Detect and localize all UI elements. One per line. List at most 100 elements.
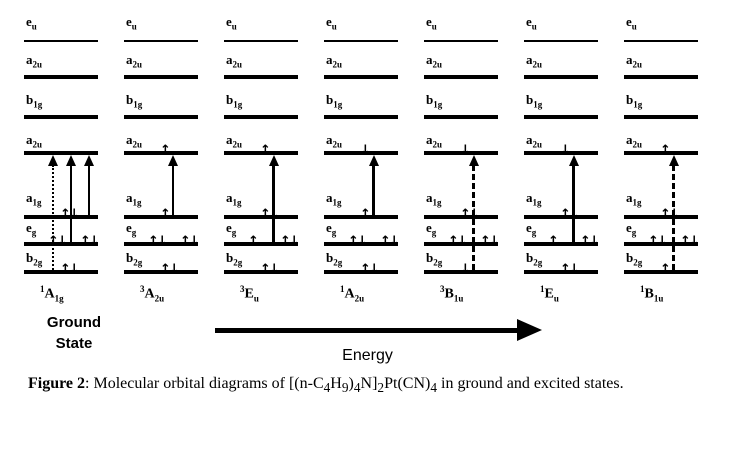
- orbital-label: a2u: [426, 52, 443, 70]
- electron-spin-a_2u: ↓: [460, 143, 471, 158]
- orbital-label: eg: [26, 220, 37, 238]
- orbital-label: b2g: [626, 250, 643, 268]
- electron-spin-b_2g: ↑: [660, 262, 671, 277]
- ground-state-label: Ground State: [24, 312, 124, 354]
- energy-axis-label: Energy: [342, 347, 393, 364]
- energy-level-line: [324, 270, 398, 274]
- orbital-label: eu: [126, 14, 137, 32]
- electron-spin-b_2g: ↑↓: [160, 262, 180, 277]
- orbital-label: eu: [226, 14, 237, 32]
- energy-level-line: [224, 242, 298, 246]
- transition-arrow-shaft-a_1g-to-a_2u: [172, 165, 174, 215]
- energy-level-line: [324, 75, 398, 79]
- orbital-label: a2u: [326, 52, 343, 70]
- state-term-symbol: 3B1u: [440, 284, 464, 304]
- figure-caption: Figure 2: Molecular orbital diagrams of …: [28, 372, 680, 398]
- electron-spin-b_2g: ↓: [460, 262, 471, 277]
- orbital-label: b2g: [526, 250, 543, 268]
- transition-arrow-head-icon: [84, 155, 94, 166]
- energy-level-line: [624, 40, 698, 42]
- transition-arrow-shaft-e_g-to-a_2u: [572, 165, 575, 242]
- orbital-label: b1g: [26, 92, 43, 110]
- electron-spin-a_2u: ↓: [360, 143, 371, 158]
- orbital-label: a1g: [326, 190, 342, 208]
- transition-arrow-shaft-e_g-to-a_2u: [272, 165, 275, 242]
- orbital-label: b1g: [226, 92, 243, 110]
- energy-level-line: [224, 270, 298, 274]
- electron-spin-a_1g: ↑: [160, 207, 171, 222]
- electron-spin-a_1g: ↑↓: [260, 207, 280, 222]
- electron-spin-a_2u: ↑: [160, 143, 171, 158]
- transition-arrow-shaft-b_2g-to-a_2u: [472, 165, 475, 270]
- energy-level-line: [224, 40, 298, 42]
- electron-spin-e_g_1: ↑↓: [348, 234, 368, 249]
- state-term-symbol: 3A2u: [140, 284, 165, 304]
- energy-level-line: [624, 151, 698, 155]
- energy-level-line: [524, 215, 598, 219]
- orbital-label: b1g: [126, 92, 143, 110]
- transition-arrow-shaft-a_1g-to-a_2u: [372, 165, 375, 215]
- transition-arrow-head-icon: [368, 155, 379, 166]
- energy-level-line: [24, 151, 98, 155]
- orbital-label: eg: [326, 220, 337, 238]
- orbital-label: eg: [126, 220, 137, 238]
- electron-spin-b_2g: ↑↓: [360, 262, 380, 277]
- energy-level-line: [224, 215, 298, 219]
- orbital-label: eu: [526, 14, 537, 32]
- energy-level-line: [324, 242, 398, 246]
- orbital-label: b1g: [626, 92, 643, 110]
- electron-spin-e_g_2: ↑↓: [180, 234, 200, 249]
- energy-level-line: [424, 40, 498, 42]
- transition-arrow-head-icon: [268, 155, 279, 166]
- energy-level-line: [424, 151, 498, 155]
- energy-level-line: [224, 151, 298, 155]
- electron-spin-e_g_2: ↑↓: [680, 234, 700, 249]
- energy-level-line: [524, 75, 598, 79]
- electron-spin-e_g_2: ↑↓: [280, 234, 300, 249]
- energy-level-line: [624, 115, 698, 119]
- energy-level-line: [124, 151, 198, 155]
- energy-level-line: [324, 215, 398, 219]
- orbital-label: b1g: [326, 92, 343, 110]
- state-term-symbol: 3Eu: [240, 284, 259, 304]
- orbital-label: a2u: [126, 132, 143, 150]
- energy-level-line: [424, 242, 498, 246]
- electron-spin-b_2g: ↑↓: [560, 262, 580, 277]
- energy-level-line: [424, 270, 498, 274]
- energy-level-line: [24, 40, 98, 42]
- energy-level-line: [224, 75, 298, 79]
- electron-spin-e_g_1: ↑↓: [648, 234, 668, 249]
- electron-spin-a_1g: ↑↓: [460, 207, 480, 222]
- energy-level-line: [524, 40, 598, 42]
- ground-state-line2: State: [55, 335, 93, 352]
- energy-level-line: [24, 242, 98, 246]
- energy-arrow-shaft: [215, 328, 517, 333]
- electron-spin-a_2u: ↓: [560, 143, 571, 158]
- caption-figure-number: Figure 2: [28, 375, 86, 392]
- transition-arrow-shaft-a_1g-to-a_2u: [88, 165, 90, 215]
- orbital-label: a2u: [526, 132, 543, 150]
- electron-spin-e_g_1: ↑: [248, 234, 259, 249]
- energy-level-line: [24, 215, 98, 219]
- electron-spin-e_g_2: ↑↓: [80, 234, 100, 249]
- transition-arrow-shaft-e_g-to-a_2u: [70, 165, 72, 242]
- orbital-label: eg: [626, 220, 637, 238]
- state-term-symbol: 1Eu: [540, 284, 559, 304]
- transition-arrow-head-icon: [668, 155, 679, 166]
- electron-spin-e_g_1: ↑↓: [148, 234, 168, 249]
- energy-level-line: [24, 115, 98, 119]
- state-term-symbol: 1B1u: [640, 284, 664, 304]
- electron-spin-b_2g: ↑↓: [260, 262, 280, 277]
- energy-axis: Energy: [215, 317, 545, 365]
- energy-level-line: [124, 40, 198, 42]
- electron-spin-a_1g: ↑↓: [560, 207, 580, 222]
- orbital-label: eu: [426, 14, 437, 32]
- orbital-label: eu: [26, 14, 37, 32]
- energy-level-line: [124, 215, 198, 219]
